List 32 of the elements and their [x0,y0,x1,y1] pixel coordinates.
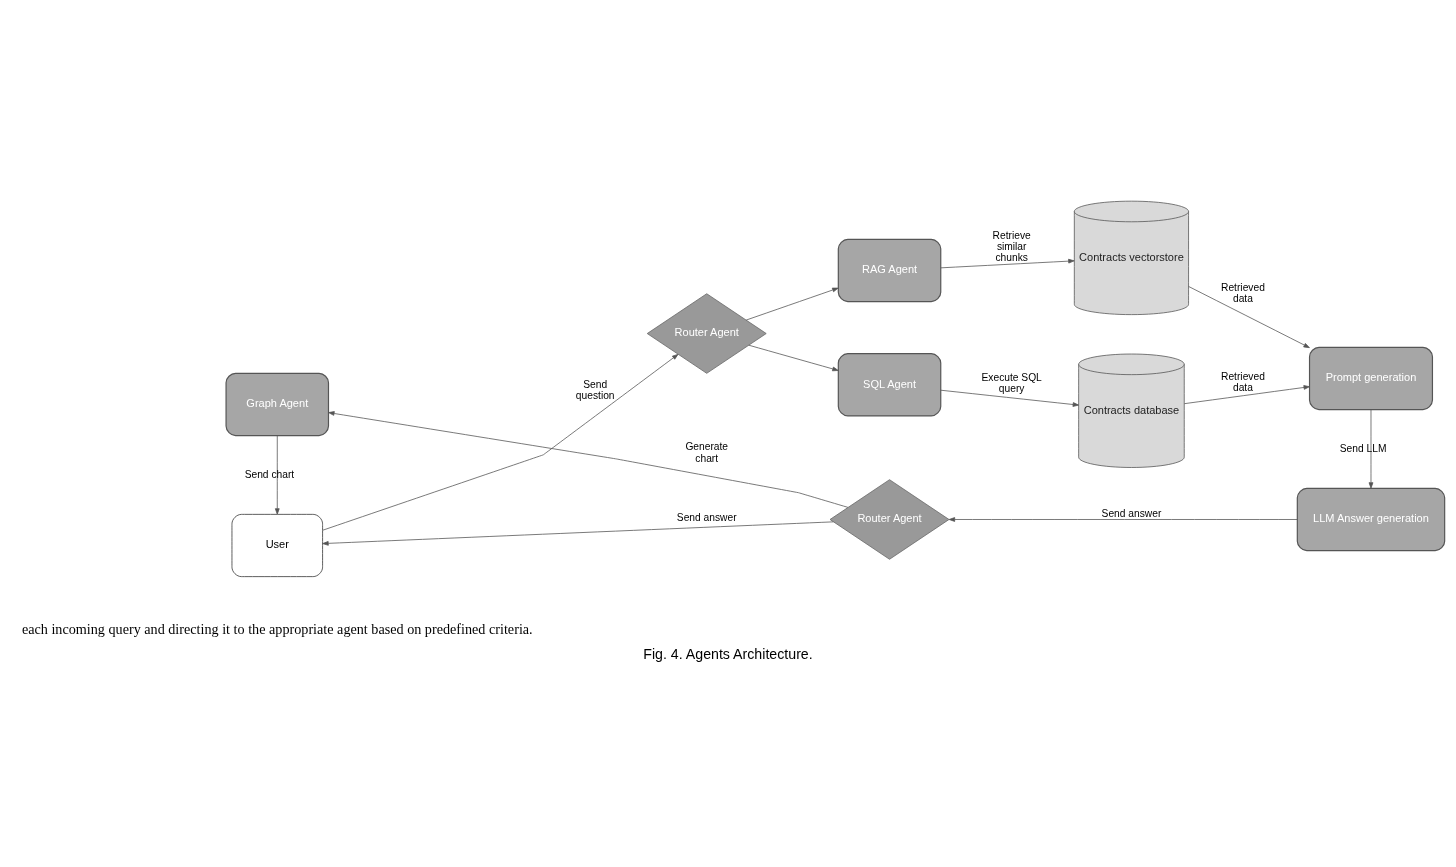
arrow [322,520,834,546]
node-diamond: Router Agent [829,478,950,560]
node-box: SQL Agent [837,352,942,416]
edge-label: Send answer [1101,507,1162,519]
edge-label: Send question [575,378,615,401]
arrow [1368,408,1374,489]
arrow [948,516,1298,522]
node-diamond: Router Agent [646,292,767,374]
label: each incoming query and directing it to the appropriate agent based on predefined criteria. [21,620,533,637]
arrow [274,434,280,515]
node-box: LLM Answer generation [1296,487,1446,551]
edge-label: Send answer [676,511,737,523]
arrow [745,287,839,320]
arrow [940,258,1075,268]
edge-label: Send chart [244,468,295,480]
caption: Fig. 4. Agents Architecture. [643,645,813,662]
arrow [940,389,1079,407]
edge-label: Retrieved data [1221,281,1265,304]
arrow [1188,285,1310,348]
edge-label: Retrieved data [1221,370,1265,393]
edge-label: Generate chart [685,440,729,463]
arrow [1184,384,1310,404]
node-box: Prompt generation [1308,346,1434,410]
node-box: RAG Agent [837,238,942,302]
arrow [322,353,679,531]
edge-label: Execute SQL query [981,371,1042,394]
arrow [328,410,849,508]
node-box: User [231,513,323,577]
arrow [748,344,839,371]
edge-label: Send LLM [1339,442,1387,454]
node-box: Graph Agent [225,372,330,436]
edge-label: Retrieve similar chunks [992,229,1031,263]
